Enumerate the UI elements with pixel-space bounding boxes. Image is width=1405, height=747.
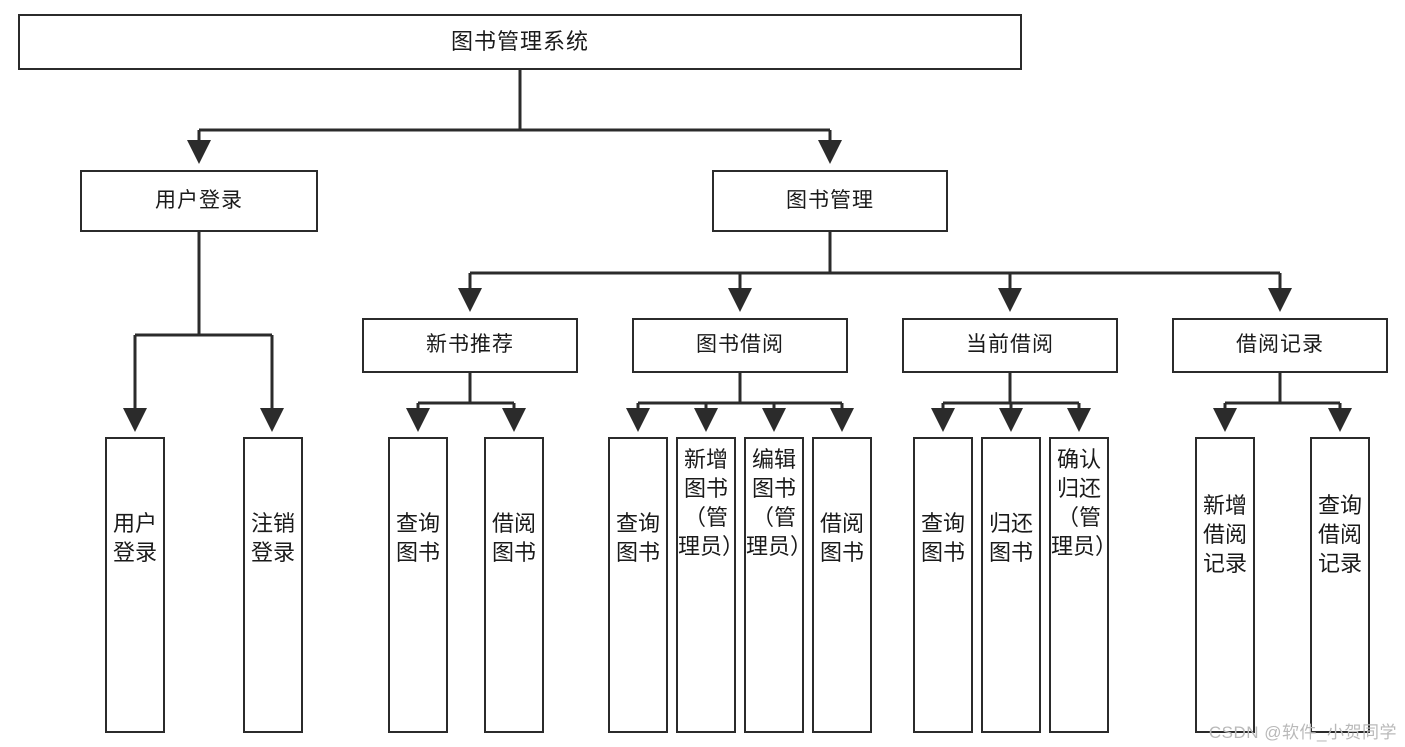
leaf-label: 查询借阅记录 — [1317, 493, 1362, 577]
leaf-current-borrow-confirm-return-admin[interactable]: 确认归还（管理员） — [1049, 437, 1118, 733]
leaf-new-book-borrow-book[interactable]: 借阅图书 — [484, 437, 544, 733]
leaf-label: 查询图书 — [920, 511, 965, 566]
node-book-borrow-label: 图书借阅 — [696, 333, 784, 357]
leaf-new-book-query-book[interactable]: 查询图书 — [388, 437, 448, 733]
node-user-login[interactable]: 用户登录 — [80, 170, 318, 232]
leaf-label: 借阅图书 — [819, 511, 864, 566]
node-borrow-record-label: 借阅记录 — [1236, 333, 1324, 357]
leaf-label: 查询图书 — [395, 511, 440, 566]
leaf-user-login-logout[interactable]: 注销登录 — [243, 437, 303, 733]
node-new-book-recommend[interactable]: 新书推荐 — [362, 318, 578, 373]
leaf-user-login-login[interactable]: 用户登录 — [105, 437, 165, 733]
node-root-label: 图书管理系统 — [450, 29, 589, 55]
leaf-label: 借阅图书 — [491, 511, 536, 566]
node-current-borrow[interactable]: 当前借阅 — [902, 318, 1118, 373]
leaf-current-borrow-query-book[interactable]: 查询图书 — [913, 437, 973, 733]
leaf-borrow-record-add-record[interactable]: 新增借阅记录 — [1195, 437, 1255, 733]
node-book-management-label: 图书管理 — [786, 188, 874, 212]
leaf-label: 归还图书 — [988, 511, 1033, 566]
node-current-borrow-label: 当前借阅 — [966, 333, 1054, 357]
node-book-borrow[interactable]: 图书借阅 — [632, 318, 848, 373]
leaf-book-borrow-borrow-book[interactable]: 借阅图书 — [812, 437, 872, 733]
leaf-borrow-record-query-record[interactable]: 查询借阅记录 — [1310, 437, 1370, 733]
leaf-book-borrow-query-book[interactable]: 查询图书 — [608, 437, 668, 733]
node-borrow-record[interactable]: 借阅记录 — [1172, 318, 1388, 373]
leaf-book-borrow-add-book-admin[interactable]: 新增图书（管理员） — [676, 437, 745, 733]
leaf-label: 确认归还（管理员） — [1051, 447, 1118, 560]
leaf-label: 注销登录 — [250, 511, 295, 566]
leaf-label: 编辑图书（管理员） — [746, 447, 813, 560]
leaf-current-borrow-return-book[interactable]: 归还图书 — [981, 437, 1041, 733]
leaf-label: 用户登录 — [112, 511, 157, 566]
node-user-login-label: 用户登录 — [155, 188, 243, 212]
leaf-label: 新增图书（管理员） — [678, 447, 745, 560]
leaf-label: 新增借阅记录 — [1202, 493, 1247, 577]
node-book-management[interactable]: 图书管理 — [712, 170, 948, 232]
node-root-book-management-system[interactable]: 图书管理系统 — [18, 14, 1022, 70]
node-new-book-recommend-label: 新书推荐 — [426, 333, 514, 357]
leaf-label: 查询图书 — [615, 511, 660, 566]
leaf-book-borrow-edit-book-admin[interactable]: 编辑图书（管理员） — [744, 437, 813, 733]
watermark: CSDN @软件_小贺同学 — [1208, 723, 1397, 742]
